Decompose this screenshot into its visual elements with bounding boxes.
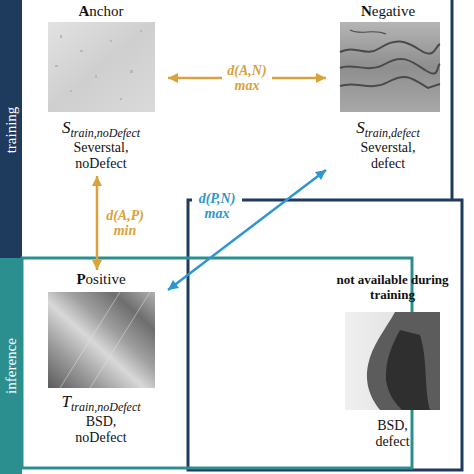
set-subscript: train,defect (365, 126, 420, 140)
image-panel: NegativeStrain,defectSeverstal, defect (326, 2, 450, 176)
text-row: BSD, noDefect (34, 414, 168, 446)
defect-patch (386, 330, 430, 410)
text-row: Negative (326, 2, 450, 20)
set-symbol: S (356, 118, 365, 137)
panel-heading: Positive (34, 270, 168, 288)
image-panel: not available during trainingBSD, defect (333, 272, 453, 456)
arrowhead (168, 280, 179, 290)
text-row: Severstal, noDefect (34, 140, 168, 172)
panel-caption: BSD, defect (361, 418, 425, 450)
bsd-image (48, 292, 155, 388)
text-row: Anchor (34, 2, 168, 20)
phase-label: inference (3, 338, 20, 394)
symbol-line: Strain,noDefect (34, 118, 168, 143)
panel-caption: Severstal, defect (356, 140, 420, 172)
panel-caption: Severstal, noDefect (69, 140, 133, 172)
set-symbol: T (61, 392, 70, 411)
text-row: Severstal, defect (326, 140, 450, 172)
set-subscript: train,noDefect (71, 400, 141, 414)
text-row: Positive (34, 270, 168, 288)
arrowhead (168, 73, 178, 83)
panel-heading: Negative (326, 2, 450, 20)
distance-label: d(P,N) max (192, 191, 242, 221)
arrowhead (92, 260, 102, 270)
streaks (60, 292, 150, 388)
bsd-defect-image (345, 312, 440, 410)
distance-label: d(A,P) min (100, 208, 150, 238)
connector-line (168, 170, 326, 290)
symbol-line: Strain,defect (326, 118, 450, 143)
distance-arrow (168, 170, 326, 290)
training-band (0, 0, 22, 258)
image-panel: AnchorStrain,noDefectSeverstal, noDefect (34, 2, 168, 176)
panel-caption: BSD, noDefect (69, 414, 133, 446)
arrowhead (92, 176, 102, 186)
set-symbol: S (62, 118, 71, 137)
region-border (188, 200, 462, 470)
speckles (55, 30, 142, 100)
arrowhead (315, 170, 326, 180)
panel-note: not available during training (337, 272, 449, 302)
image-panel: PositiveTtrain,noDefectBSD, noDefect (34, 270, 168, 454)
text-row: BSD, defect (333, 418, 453, 450)
region-border (451, 0, 454, 200)
distance-label: d(A,N) max (222, 63, 272, 93)
panel-heading: Anchor (34, 2, 168, 20)
symbol-line: Ttrain,noDefect (34, 392, 168, 417)
phase-label: training (3, 107, 20, 154)
inference-band (0, 258, 22, 474)
defect-cracks (340, 30, 440, 88)
steel-image (48, 22, 155, 112)
defect-image (340, 22, 440, 112)
set-subscript: train,noDefect (70, 126, 140, 140)
text-row: not available during training (333, 272, 453, 302)
connector-line (96, 176, 99, 270)
defect-patch (367, 312, 440, 410)
arrowhead (316, 73, 326, 83)
